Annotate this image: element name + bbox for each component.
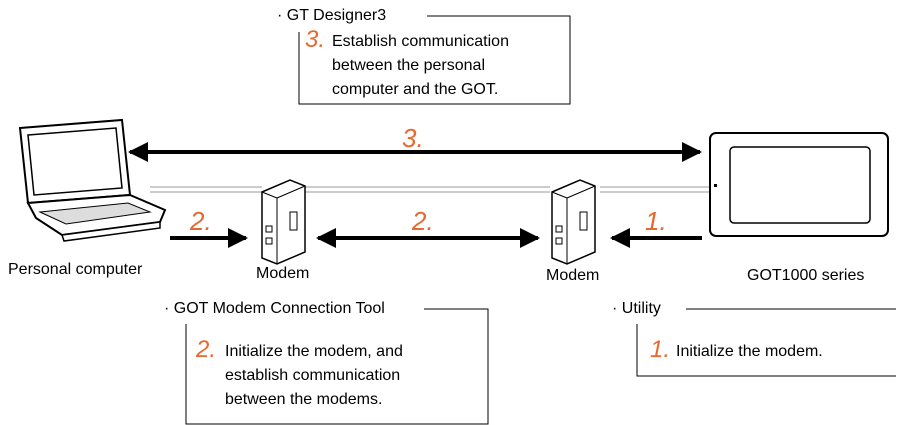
step-number-top: 3. [402, 123, 424, 153]
cable-line [150, 186, 712, 193]
bullet: · [612, 300, 618, 317]
gt-designer-step: 3. [305, 26, 326, 53]
laptop-icon [18, 118, 167, 242]
gt-designer-line1: Establish communication [332, 33, 509, 50]
bullet: · [277, 7, 283, 24]
gt-designer-line2: between the personal [332, 57, 485, 74]
step-number-pc-modem: 2. [190, 206, 212, 236]
modem-tool-title: · GOT Modem Connection Tool [164, 299, 385, 319]
got-label: GOT1000 series [747, 267, 865, 284]
modem-left-label: Modem [256, 265, 310, 282]
modem-tool-box [185, 308, 489, 425]
modem-icon [261, 179, 306, 265]
step-number-got-modem: 1. [645, 206, 667, 236]
utility-step: 1. [650, 336, 671, 363]
step-number-modem-modem: 2. [412, 206, 434, 236]
gt-designer-title: · GT Designer3 [277, 6, 386, 26]
modem-right-label: Modem [546, 267, 600, 284]
modem-tool-title-text: GOT Modem Connection Tool [173, 300, 385, 317]
gt-designer-line3: computer and the GOT. [332, 81, 499, 98]
gt-designer-box [298, 15, 571, 105]
utility-title-text: Utility [621, 300, 661, 317]
gt-designer-title-text: GT Designer3 [286, 7, 387, 24]
modem-tool-step: 2. [196, 336, 217, 363]
bullet: · [164, 300, 170, 317]
got-panel-icon [709, 132, 889, 237]
utility-line1: Initialize the modem. [676, 343, 823, 360]
modem-tool-line2: establish communication [225, 367, 401, 384]
personal-computer-label: Personal computer [8, 261, 143, 278]
modem-tool-line1: Initialize the modem, and [225, 343, 403, 360]
modem-icon [551, 179, 596, 265]
modem-tool-line3: between the modems. [225, 391, 383, 408]
utility-box-bottom [636, 324, 896, 377]
utility-title: · Utility [612, 299, 661, 319]
